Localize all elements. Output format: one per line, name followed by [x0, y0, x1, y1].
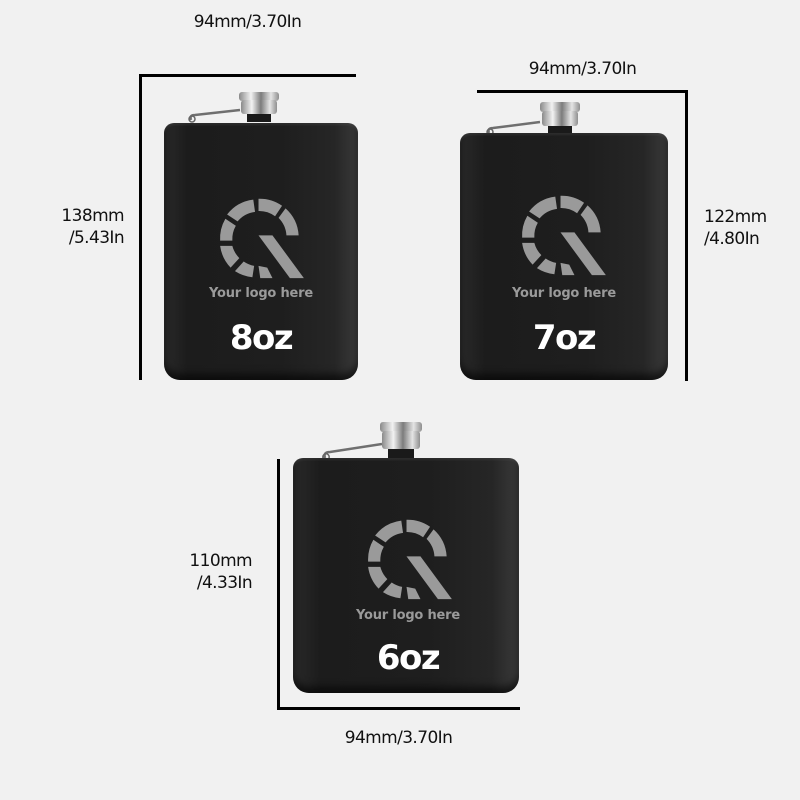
q-logo-icon [522, 195, 606, 276]
width-dimension-label: 94mm/3.70In [528, 59, 637, 79]
width-dimension-line [139, 74, 356, 77]
capacity-label: 8oz [229, 318, 294, 358]
height-mm: 138mm [61, 206, 124, 226]
capacity-label: 6oz [376, 638, 441, 678]
q-logo-icon [220, 198, 304, 279]
height-in: /4.33In [196, 573, 253, 593]
height-mm: 110mm [189, 551, 252, 571]
width-dimension-label: 94mm/3.70In [193, 12, 302, 32]
q-logo-icon [368, 519, 452, 600]
height-dimension-label: 138mm /5.43In [40, 205, 124, 249]
width-dimension-label: 94mm/3.70In [344, 728, 453, 748]
flask-cap-icon [322, 422, 422, 461]
logo-placeholder-text: Your logo here [512, 286, 616, 301]
height-dimension-line [685, 90, 688, 381]
height-in: /5.43In [68, 228, 125, 248]
width-dimension-line [477, 90, 688, 93]
height-dimension-line [277, 459, 280, 710]
capacity-label: 7oz [532, 318, 597, 358]
height-in: /4.80In [704, 229, 760, 249]
width-dimension-line [277, 707, 520, 710]
flask-body-8oz [164, 123, 358, 380]
height-dimension-line [139, 74, 142, 380]
height-mm: 122mm [704, 207, 767, 227]
height-dimension-label: 122mm /4.80In [704, 206, 794, 250]
logo-placeholder-text: Your logo here [209, 286, 313, 301]
flask-body-6oz [293, 458, 519, 693]
logo-placeholder-text: Your logo here [356, 608, 460, 623]
flask-cap-icon [188, 92, 279, 123]
flask-body-7oz [460, 133, 668, 380]
height-dimension-label: 110mm /4.33In [170, 550, 252, 594]
flask-cap-icon [486, 102, 580, 136]
